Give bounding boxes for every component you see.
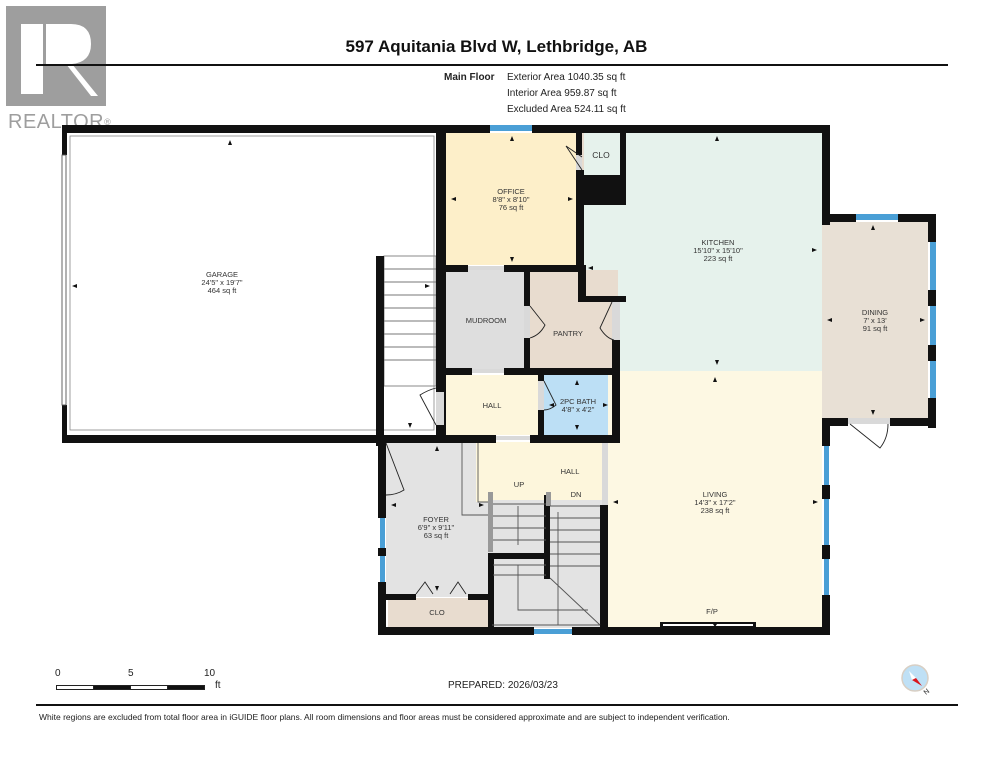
- stairs-window: [534, 629, 572, 634]
- north-compass-icon: N: [900, 663, 932, 699]
- living-dims: 14'3" x 17'2": [694, 498, 735, 507]
- dining-dims: 7' x 13': [863, 316, 887, 325]
- windows: [380, 125, 936, 634]
- exterior-area: Exterior Area 1040.35 sq ft: [507, 72, 626, 83]
- svg-text:N: N: [923, 688, 931, 697]
- room-fills: [66, 133, 928, 628]
- office-window: [490, 125, 532, 131]
- page-title: 597 Aquitania Blvd W, Lethbridge, AB: [345, 37, 648, 56]
- dining-top-window: [856, 214, 898, 220]
- footer-divider: [36, 704, 958, 706]
- prepared-date: PREPARED: 2026/03/23: [448, 680, 558, 691]
- office-closet-label: CLO: [592, 150, 610, 160]
- bath-label: 2PC BATH: [560, 397, 596, 406]
- doors: [61, 145, 890, 595]
- interior-area: Interior Area 959.87 sq ft: [507, 88, 617, 99]
- realtor-logo: REALTOR®: [6, 6, 111, 132]
- garage-stairs: [383, 255, 437, 387]
- garage-dims: 24'5" x 19'7": [201, 278, 242, 287]
- office-area[interactable]: [446, 133, 578, 265]
- hall-lower-area[interactable]: [476, 442, 604, 502]
- realtor-r-mark-icon: [6, 6, 106, 106]
- foyer-closet-label: CLO: [429, 608, 445, 617]
- floor-name: Main Floor: [444, 72, 495, 83]
- hall-lower-label: HALL: [561, 467, 580, 476]
- kitchen-area-text: 223 sq ft: [704, 254, 734, 263]
- hall-upper-area[interactable]: [446, 375, 540, 435]
- pantry-label: PANTRY: [553, 329, 583, 338]
- pantry-area[interactable]: [530, 270, 618, 370]
- dining-area[interactable]: [822, 222, 928, 418]
- office-dims: 8'8" x 8'10": [493, 195, 530, 204]
- kitchen-label: KITCHEN: [702, 238, 735, 247]
- scale-tick-5: 5: [128, 668, 134, 679]
- foyer-window-1: [380, 518, 385, 548]
- mudroom-label: MUDROOM: [466, 316, 506, 325]
- stairs-down-label: DN: [571, 490, 582, 499]
- garage-inner-outline: [69, 135, 435, 431]
- excluded-area: Excluded Area 524.11 sq ft: [507, 104, 626, 115]
- dining-right-window-2: [930, 306, 936, 345]
- header-divider: [36, 64, 948, 66]
- bath-dims: 4'8" x 4'2": [562, 405, 595, 414]
- mudroom-area[interactable]: [446, 270, 524, 370]
- living-area[interactable]: [608, 371, 822, 627]
- dining-right-window-1: [930, 242, 936, 290]
- dimension-markers: [72, 136, 925, 627]
- scale-tick-10: 10: [204, 668, 216, 679]
- living-window-3: [824, 559, 829, 595]
- scale-unit: ft: [215, 680, 221, 691]
- garage-area-text: 464 sq ft: [208, 286, 238, 295]
- fireplace: [660, 622, 756, 628]
- living-label: LIVING: [703, 490, 728, 499]
- foyer-stairs: [461, 443, 601, 626]
- dining-area-text: 91 sq ft: [863, 324, 889, 333]
- room-labels: GARAGE 24'5" x 19'7" 464 sq ft OFFICE 8'…: [201, 150, 888, 617]
- foyer-label: FOYER: [423, 515, 449, 524]
- disclaimer-text: White regions are excluded from total fl…: [39, 712, 730, 722]
- fireplace-label: F/P: [706, 607, 718, 616]
- dining-label: DINING: [862, 308, 888, 317]
- hall-upper-label: HALL: [483, 401, 502, 410]
- stairs-up-label: UP: [514, 480, 524, 489]
- walls: [62, 125, 936, 635]
- kitchen-dims: 15'10" x 15'10": [693, 246, 743, 255]
- foyer-area-text: 63 sq ft: [424, 531, 450, 540]
- living-window-1: [824, 446, 829, 485]
- office-area-text: 76 sq ft: [499, 203, 525, 212]
- garage-label: GARAGE: [206, 270, 238, 279]
- dining-right-window-3: [930, 361, 936, 398]
- living-area-text: 238 sq ft: [701, 506, 731, 515]
- foyer-area[interactable]: [386, 442, 490, 597]
- scale-bar: 0 5 10 ft: [52, 668, 232, 698]
- foyer-window-2: [380, 556, 385, 582]
- office-label: OFFICE: [497, 187, 525, 196]
- living-window-2: [824, 499, 829, 545]
- foyer-dims: 6'9" x 9'11": [418, 523, 455, 532]
- scale-tick-0: 0: [55, 668, 61, 679]
- foyer-closet-area[interactable]: [388, 598, 488, 628]
